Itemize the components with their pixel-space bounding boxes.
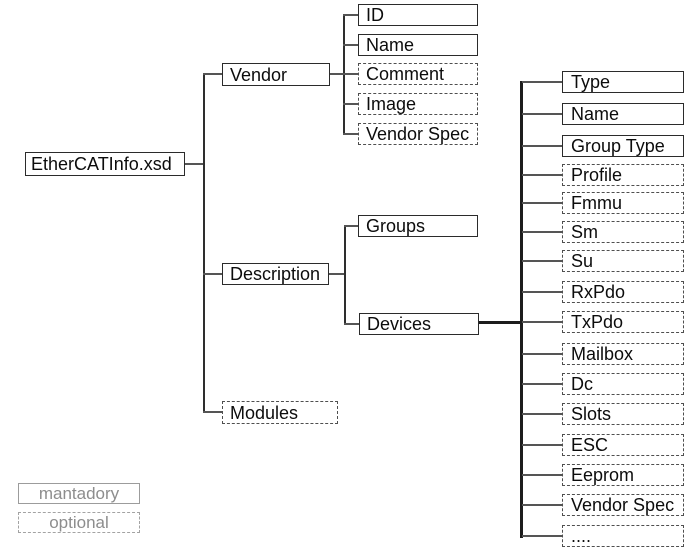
node-vendor-comment: Comment [358, 63, 478, 85]
node-device-profile: Profile [562, 164, 684, 186]
node-device-mailbox: Mailbox [562, 343, 684, 365]
connector-stub-mailbox [522, 353, 562, 355]
connector-stub-vname [343, 44, 358, 46]
node-vendor-vendorspec: Vendor Spec [358, 123, 478, 145]
connector-stub-image [343, 103, 358, 105]
node-vendor-image: Image [358, 93, 478, 115]
node-groups: Groups [358, 215, 478, 237]
connector-stub-rxpdo [522, 291, 562, 293]
connector-branch-description [203, 273, 222, 275]
node-description: Description [222, 263, 329, 285]
connector-stub-type [522, 81, 562, 83]
legend-optional: optional [18, 512, 140, 533]
connector-stub-fmmu [522, 202, 562, 204]
node-device-more: .... [562, 525, 684, 547]
node-device-eeprom: Eeprom [562, 464, 684, 486]
node-vendor-id: ID [358, 4, 478, 26]
connector-stub-su [522, 260, 562, 262]
connector-stub-comment [343, 73, 358, 75]
connector-stub-devices [344, 323, 359, 325]
node-ethercatinfo-xsd: EtherCATInfo.xsd [25, 152, 185, 176]
node-devices: Devices [359, 313, 479, 335]
node-device-sm: Sm [562, 221, 684, 243]
connector-stub-eeprom [522, 474, 562, 476]
connector-root [185, 163, 203, 165]
node-device-dc: Dc [562, 373, 684, 395]
node-device-name: Name [562, 103, 684, 125]
node-device-esc: ESC [562, 434, 684, 456]
connector-branch-vendor [203, 73, 222, 75]
connector-stub-profile [522, 174, 562, 176]
node-device-vendorspec: Vendor Spec [562, 494, 684, 516]
connector-trunk-device-children [520, 81, 523, 538]
connector-vendor-out [330, 73, 345, 75]
node-device-su: Su [562, 250, 684, 272]
node-device-type: Type [562, 71, 684, 93]
node-device-slots: Slots [562, 403, 684, 425]
connector-stub-dc [522, 383, 562, 385]
connector-stub-esc [522, 444, 562, 446]
legend-mandatory: mantadory [18, 483, 140, 504]
node-modules: Modules [222, 401, 338, 424]
connector-trunk-description-children [344, 225, 346, 325]
connector-branch-modules [203, 411, 222, 413]
connector-stub-dname [522, 113, 562, 115]
node-device-txpdo: TxPdo [562, 311, 684, 333]
connector-description-out [329, 273, 346, 275]
node-vendor-name: Name [358, 34, 478, 56]
connector-devices-out [479, 321, 523, 324]
connector-stub-dvendorspec [522, 504, 562, 506]
connector-stub-vendorspec [343, 133, 358, 135]
node-device-rxpdo: RxPdo [562, 281, 684, 303]
node-device-fmmu: Fmmu [562, 192, 684, 214]
connector-stub-more [522, 535, 562, 537]
connector-stub-sm [522, 231, 562, 233]
connector-stub-groups [344, 225, 358, 227]
connector-stub-slots [522, 413, 562, 415]
node-device-grouptype: Group Type [562, 135, 684, 157]
connector-stub-id [343, 14, 358, 16]
connector-stub-txpdo [522, 321, 562, 323]
connector-trunk-level1 [203, 73, 205, 413]
connector-stub-grouptype [522, 145, 562, 147]
node-vendor: Vendor [222, 63, 330, 86]
